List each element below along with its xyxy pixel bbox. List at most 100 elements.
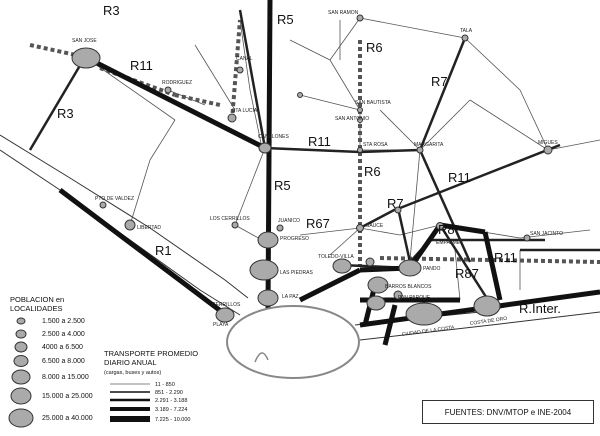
label-r3-top: R3 (103, 3, 120, 18)
traffic-title-line2: DIARIO ANUAL (104, 358, 157, 367)
town-marker (523, 234, 531, 242)
legend-item: 8.000 a 15.000 (42, 374, 89, 381)
town-marker (543, 145, 553, 155)
town-label: CIUDAD DE LA COSTA (401, 325, 455, 338)
town-label: LOS CERRILLOS (210, 216, 250, 222)
town-pando-marker (398, 259, 422, 277)
town-label: LAS PIEDRAS (280, 270, 313, 276)
town-marker (257, 231, 279, 249)
traffic-item: 7.225 - 10.000 (155, 417, 190, 423)
legend-circle (11, 369, 31, 385)
town-label: SAN ANTONIO (335, 116, 369, 122)
town-marker (357, 117, 363, 123)
legend-circle (15, 329, 27, 339)
legend-item: 6.500 a 8.000 (42, 358, 85, 365)
legend-title-line1: POBLACION en (10, 295, 64, 304)
town-label: PLAYA (213, 322, 229, 328)
town-label: SAUCE (366, 223, 384, 229)
town-label: RODRIGUEZ (162, 80, 192, 86)
town-label: CANELONES (258, 134, 290, 140)
town-marker (257, 289, 279, 307)
town-label: SAN RAMON (328, 10, 359, 16)
label-r5-top: R5 (277, 12, 294, 27)
label-r3-left: R3 (57, 106, 74, 121)
town-label: SUAREZ (368, 266, 388, 272)
heavy-routes (58, 0, 600, 346)
town-label: TOLEDO-VILLA (318, 254, 354, 260)
montevideo-area (226, 305, 360, 379)
town-marker (227, 113, 237, 123)
town-las-piedras-marker (249, 259, 279, 281)
legend-item: 2.500 a 4.000 (42, 331, 85, 338)
town-marker (276, 224, 284, 232)
label-r7-mid: R7 (387, 196, 404, 211)
town-label: MARGARITA (414, 142, 444, 148)
medium-routes (28, 9, 600, 301)
town-label: PROGRESO (280, 236, 309, 242)
town-marker (393, 290, 403, 300)
traffic-title-line1: TRANSPORTE PROMEDIO (104, 349, 198, 358)
legend-title-line2: LOCALIDADES (10, 304, 63, 313)
town-label: LA PAZ (282, 294, 299, 300)
population-legend: POBLACION en LOCALIDADES 1.500 a 2.500 2… (8, 295, 93, 428)
town-label: EMPALME (436, 240, 461, 246)
town-label: COSTA DE ORO (469, 316, 507, 327)
town-marker (215, 307, 235, 323)
legend-circle (10, 387, 32, 405)
label-r1: R1 (155, 243, 172, 258)
town-marker (357, 107, 363, 113)
town-marker (436, 222, 444, 230)
town-label: STA ROSA (363, 142, 388, 148)
label-r11-lower: R11 (494, 250, 517, 265)
town-label: LIBERTAD (137, 225, 161, 231)
traffic-item: 11 - 850 (155, 382, 175, 388)
traffic-item: 851 - 2.290 (155, 390, 183, 396)
town-san-jose-marker (71, 47, 101, 69)
town-marker (367, 276, 389, 294)
town-marker (356, 14, 364, 22)
traffic-title-line3: (cargas, buses y autos) (104, 370, 161, 376)
legend-item: 15.000 a 25.000 (42, 393, 93, 400)
traffic-item: 3.189 - 7.224 (155, 407, 187, 413)
label-r67: R67 (306, 216, 330, 231)
legend-circle (13, 355, 29, 367)
legend-circle (16, 317, 26, 325)
town-marker (99, 201, 107, 209)
town-label: PAN PARQUE (398, 295, 431, 301)
town-marker (297, 92, 303, 98)
town-marker (124, 219, 136, 231)
label-r5-mid: R5 (274, 178, 291, 193)
town-label: CANAL (236, 56, 253, 62)
town-marker (394, 206, 402, 214)
label-r6-top: R6 (366, 40, 383, 55)
label-r11-right: R11 (448, 170, 471, 185)
town-label: TALA (460, 28, 473, 34)
legend-item: 1.500 a 2.500 (42, 318, 85, 325)
town-ciudad-costa-marker (405, 302, 443, 326)
town-marker (366, 295, 386, 311)
legend-circle (8, 408, 34, 428)
legend-item: 4000 a 6.500 (42, 344, 83, 351)
town-canelones-marker (258, 142, 272, 154)
town-label: PANDO (423, 266, 441, 272)
town-marker (164, 86, 172, 94)
town-marker (461, 34, 469, 42)
town-label: MIGUES (538, 140, 558, 146)
source-text: FUENTES: DNV/MTOP e INE-2004 (444, 407, 572, 417)
towns (71, 14, 553, 326)
town-label: SAN BAUTISTA (355, 100, 391, 106)
label-r7-top: R7 (431, 74, 448, 89)
legend-circle (14, 341, 28, 353)
town-marker (365, 257, 375, 267)
town-marker (416, 146, 424, 154)
town-marker (357, 147, 363, 153)
town-marker (236, 66, 244, 74)
town-label: JUANICO (278, 218, 300, 224)
town-marker (473, 295, 501, 317)
town-label: BARROS BLANCOS (385, 284, 432, 290)
label-r6-mid: R6 (364, 164, 381, 179)
town-marker (332, 258, 352, 274)
town-label: PTO DE VALDEZ (95, 196, 134, 202)
town-marker (231, 221, 239, 229)
